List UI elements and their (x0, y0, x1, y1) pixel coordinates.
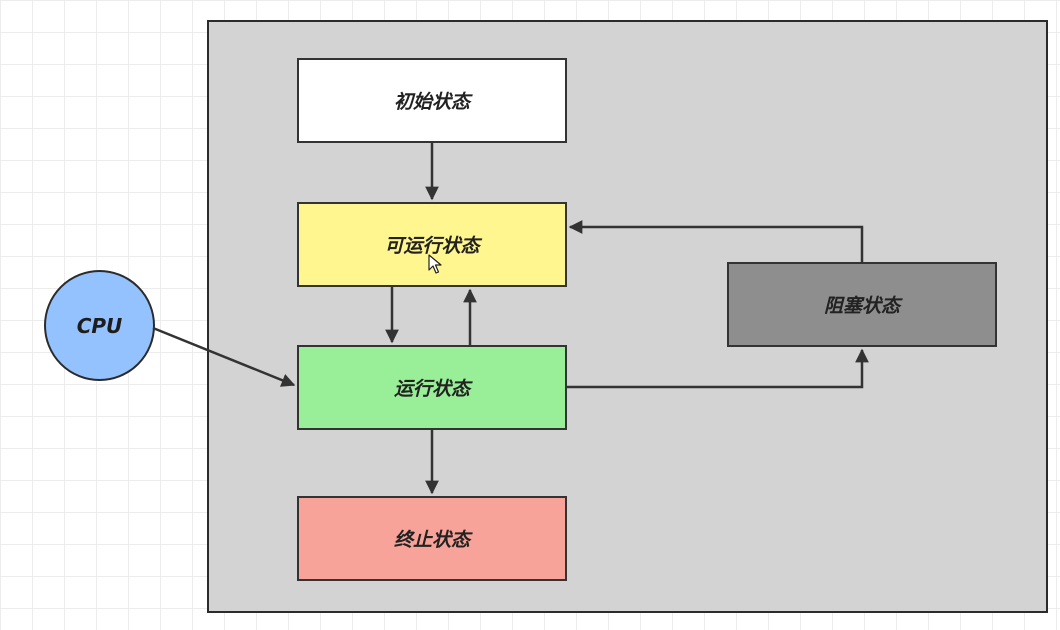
arrow-running-to-blocked (567, 348, 869, 389)
state-terminated[interactable]: 终止状态 (297, 496, 567, 581)
state-blocked-label: 阻塞状态 (823, 295, 900, 317)
mouse-cursor-icon (428, 254, 442, 274)
state-blocked[interactable]: 阻塞状态 (727, 262, 997, 347)
state-runnable-label: 可运行状态 (384, 235, 480, 257)
state-terminated-label: 终止状态 (393, 529, 470, 551)
state-running[interactable]: 运行状态 (297, 345, 567, 430)
cpu-node[interactable]: CPU (44, 270, 155, 381)
state-initial[interactable]: 初始状态 (297, 58, 567, 143)
state-runnable[interactable]: 可运行状态 (297, 202, 567, 287)
cpu-label: CPU (76, 313, 123, 338)
arrow-blocked-to-runnable (568, 220, 864, 262)
state-running-label: 运行状态 (393, 378, 470, 400)
arrow-cpu-to-running (152, 326, 296, 387)
state-initial-label: 初始状态 (393, 91, 470, 113)
